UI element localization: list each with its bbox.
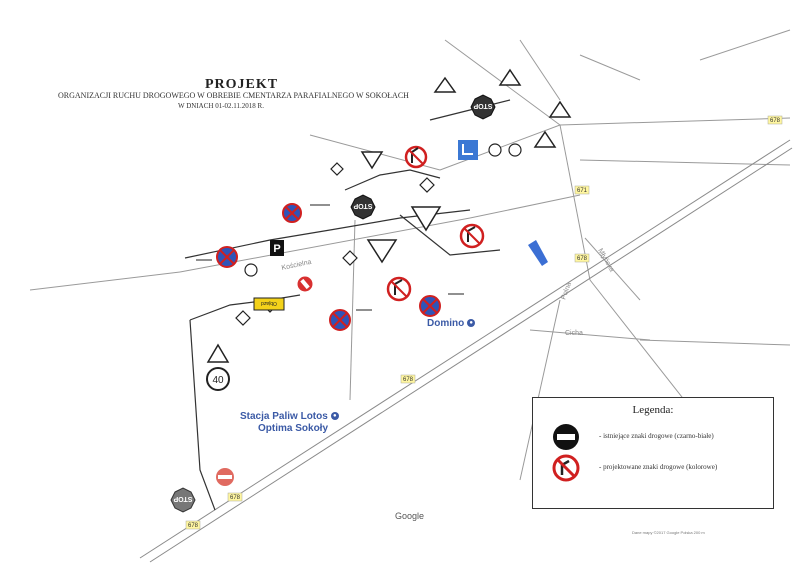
- road-marker: [574, 185, 590, 195]
- detour-route: [189, 319, 216, 511]
- no-left-turn-sign-icon: [386, 276, 412, 302]
- proposed-sign-icon: [552, 454, 580, 482]
- existing-sign-icon: [553, 424, 579, 450]
- legend-row-existing: - istniejące znaki drogowe (czarno-białe…: [551, 422, 714, 454]
- map-title: PROJEKT: [205, 77, 279, 92]
- priority-road-icon: [330, 162, 344, 176]
- road-number-label: 678: [577, 256, 588, 262]
- svg-text:40: 40: [212, 375, 224, 386]
- warning-triangle-icon: [548, 100, 572, 118]
- no-stopping-sign-icon: [419, 295, 441, 317]
- map-copyright: Dane mapy ©2017 Google Polska 200 m: [632, 530, 705, 535]
- svg-text:P: P: [273, 243, 280, 255]
- main-road-678: [139, 139, 791, 559]
- round-sign-icon: [508, 143, 522, 157]
- no-stopping-sign-icon: [216, 246, 238, 268]
- place-domino[interactable]: Domino●: [427, 318, 476, 329]
- map-subtitle: ORGANIZACJI RUCHU DROGOWEGO W OBREBIE CM…: [58, 91, 409, 100]
- blue-arrow-icon: [528, 240, 548, 266]
- road-segment: [579, 54, 641, 81]
- road-segment: [559, 117, 791, 126]
- road-marker: [400, 374, 416, 384]
- road-segment: [469, 194, 581, 219]
- detour-route: [189, 294, 301, 321]
- stop-sign-icon: STOP: [170, 487, 196, 513]
- road-segment: [529, 329, 651, 341]
- no-stopping-sign-icon: [329, 309, 351, 331]
- road-segment: [584, 237, 641, 301]
- map-dates: W DNIACH 01-02.11.2018 R.: [178, 102, 264, 110]
- road-number-label: 678: [230, 495, 241, 501]
- place-label: Stacja Paliw Lotos: [240, 411, 328, 422]
- place-lotos-line1[interactable]: Stacja Paliw Lotos●: [240, 411, 339, 422]
- street-label: Kościelna: [281, 259, 312, 272]
- google-logo: Google: [395, 511, 425, 521]
- no-stopping-sign-icon: [282, 203, 302, 223]
- detour-route: [429, 99, 511, 121]
- road-segment: [639, 339, 791, 346]
- no-entry-sign-icon: [296, 275, 314, 293]
- road-segment: [589, 279, 701, 421]
- yield-sign-icon: [410, 206, 442, 232]
- street-label: Młyńska: [596, 248, 615, 274]
- no-left-turn-sign-icon: [404, 145, 428, 169]
- priority-road-icon: [419, 177, 435, 193]
- place-lotos-line2[interactable]: Optima Sokoły: [258, 423, 329, 434]
- road-segment: [29, 271, 181, 291]
- road-marker: [185, 520, 201, 530]
- warning-triangle-icon: [498, 68, 522, 86]
- road-number-label: 678: [770, 118, 781, 124]
- svg-text:STOP: STOP: [173, 495, 192, 502]
- legend-proposed-text: - projektowane znaki drogowe (kolorowe): [599, 463, 718, 471]
- warning-triangle-icon: [433, 76, 457, 93]
- priority-road-icon: [235, 310, 251, 326]
- road-segment: [519, 39, 561, 101]
- street-label: Cicha: [565, 330, 583, 337]
- legend-row-proposed: - projektowane znaki drogowe (kolorowe): [551, 453, 717, 485]
- road-marker: [767, 115, 783, 125]
- parking-sign-icon: P: [270, 240, 284, 256]
- yield-sign-icon: [366, 239, 398, 264]
- road-number-label: 678: [188, 523, 199, 529]
- road-marker: [574, 253, 590, 263]
- legend-title: Legenda:: [632, 404, 674, 416]
- road-segment: [579, 159, 791, 166]
- svg-text:STOP: STOP: [353, 202, 372, 209]
- priority-road-icon: [342, 250, 358, 266]
- warning-triangle-icon: [206, 343, 230, 363]
- stop-sign-icon: STOP: [470, 94, 496, 120]
- no-left-turn-sign-icon: [459, 223, 485, 249]
- legend-box: Legenda: - istniejące znaki drogowe (cza…: [532, 397, 774, 509]
- place-label: Domino: [427, 318, 465, 329]
- speed-limit-40-sign-icon: 40: [206, 367, 230, 391]
- main-road-678: [149, 147, 793, 563]
- shop-pin-icon: ●: [467, 319, 476, 328]
- detour-route: [399, 214, 501, 256]
- yield-sign-icon: [360, 151, 384, 170]
- legend-existing-text: - istniejące znaki drogowe (czarno-białe…: [599, 432, 714, 440]
- road-number-label: 671: [577, 188, 588, 194]
- svg-text:STOP: STOP: [473, 102, 492, 109]
- stop-sign-icon: STOP: [350, 194, 376, 220]
- detour-route: [344, 169, 441, 191]
- detour-route: [184, 209, 471, 259]
- one-way-sign-icon: [458, 140, 478, 160]
- svg-text:Objazd: Objazd: [261, 300, 277, 306]
- road-segment: [519, 299, 561, 481]
- fuel-pin-icon: ●: [330, 412, 339, 421]
- round-sign-icon: [244, 263, 258, 277]
- warning-triangle-icon: [533, 130, 557, 148]
- road-marker: [227, 492, 243, 502]
- road-segment: [699, 29, 791, 61]
- detour-sign-icon: Objazd: [253, 297, 285, 311]
- no-entry-sign-icon: [216, 468, 234, 486]
- road-segment: [349, 219, 356, 401]
- round-sign-icon: [488, 143, 502, 157]
- road-number-label: 678: [403, 377, 414, 383]
